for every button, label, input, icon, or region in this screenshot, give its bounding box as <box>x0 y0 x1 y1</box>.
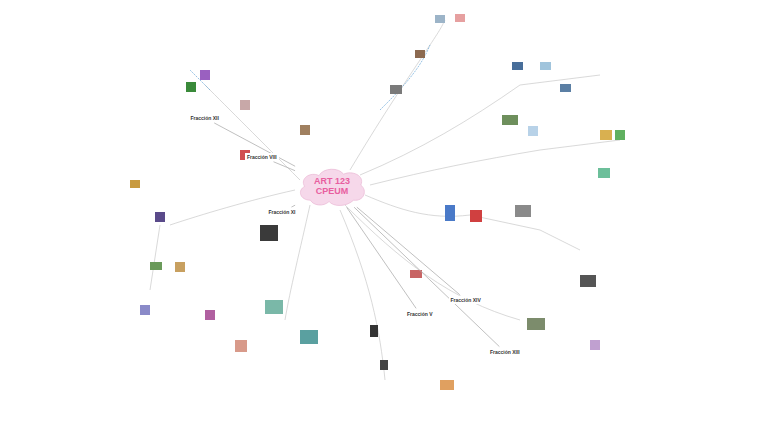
branch-topic: Fracción V <box>405 310 435 318</box>
branch-topic: Fracción XIII <box>488 348 522 356</box>
topic-text: Fracción XI <box>269 209 296 215</box>
branch-topic: Fracción XIV <box>449 296 484 304</box>
topic-text: Fracción XIII <box>490 349 520 355</box>
topic-text: Fracción VIII <box>247 154 277 160</box>
branch-topic: Fracción XII <box>189 114 222 122</box>
branch-topic: Fracción XI <box>267 208 298 216</box>
branch-line <box>214 123 295 166</box>
branch-line <box>357 207 460 295</box>
topic-text: Fracción V <box>407 311 433 317</box>
branch-topic: Fracción VIII <box>245 153 279 161</box>
cloud-outline <box>300 169 364 205</box>
branch-line <box>291 205 295 207</box>
central-topic: ART 123 CPEUM <box>296 166 368 207</box>
branch-line <box>354 207 499 346</box>
topic-text: Fracción XIV <box>451 297 482 303</box>
branch-line <box>347 207 416 308</box>
branch-line <box>274 162 296 171</box>
topic-text: Fracción XII <box>191 115 220 121</box>
topic-text: ART 123 CPEUM <box>310 176 354 197</box>
